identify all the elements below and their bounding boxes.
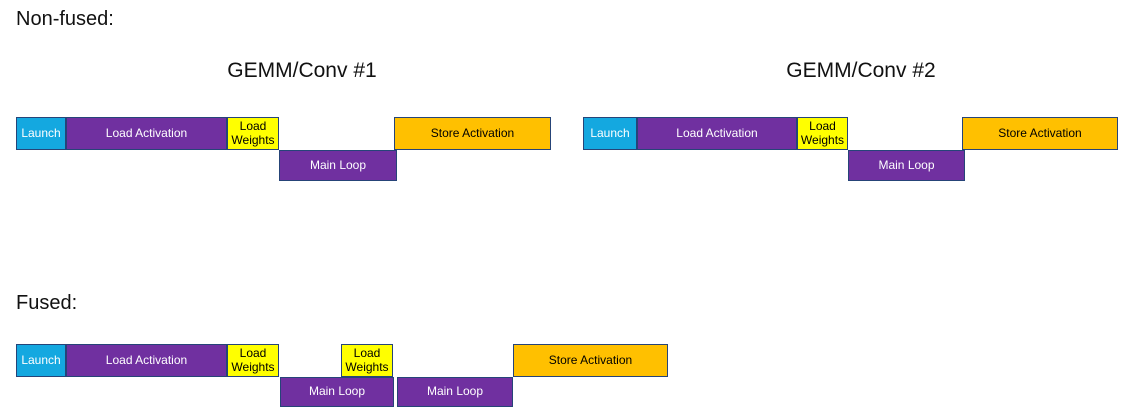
- block-label: Launch: [590, 125, 630, 140]
- section-label-non-fused: Non-fused:: [16, 8, 114, 30]
- nonfused1-main-loop-block: Main Loop: [279, 150, 397, 181]
- fused-launch-block: Launch: [16, 344, 66, 377]
- block-label: Load Weights: [345, 345, 389, 374]
- block-label: Main Loop: [309, 157, 367, 172]
- block-label: Launch: [21, 125, 61, 140]
- fused-store-activation-block: Store Activation: [513, 344, 668, 377]
- block-label: Launch: [21, 352, 61, 367]
- block-label: Load Activation: [105, 352, 188, 367]
- fused-load-weights-1-block: Load Weights: [227, 344, 279, 377]
- block-label: Main Loop: [878, 157, 935, 172]
- nonfused1-load-weights-block: Load Weights: [227, 117, 279, 150]
- block-label: Load Activation: [676, 125, 758, 140]
- block-label: Store Activation: [430, 125, 515, 140]
- block-label: Load Weights: [231, 345, 275, 374]
- fused-load-weights-2-block: Load Weights: [341, 344, 393, 377]
- nonfused2-main-loop-block: Main Loop: [848, 150, 965, 181]
- block-label: Load Weights: [800, 118, 845, 147]
- block-label: Load Weights: [231, 118, 275, 147]
- nonfused1-launch-block: Launch: [16, 117, 66, 150]
- nonfused1-load-activation-block: Load Activation: [66, 117, 227, 150]
- nonfused1-store-activation-block: Store Activation: [394, 117, 551, 150]
- fused-load-activation-block: Load Activation: [66, 344, 227, 377]
- block-label: Main Loop: [426, 384, 484, 399]
- fused-main-loop-2-block: Main Loop: [397, 377, 513, 407]
- nonfused2-load-weights-block: Load Weights: [797, 117, 848, 150]
- block-label: Store Activation: [998, 125, 1082, 140]
- nonfused2-store-activation-block: Store Activation: [962, 117, 1118, 150]
- fused-main-loop-1-block: Main Loop: [280, 377, 394, 407]
- heading-gemm-conv-2: GEMM/Conv #2: [786, 59, 936, 82]
- block-label: Load Activation: [105, 125, 188, 140]
- block-label: Store Activation: [548, 352, 633, 367]
- heading-gemm-conv-1: GEMM/Conv #1: [227, 59, 377, 82]
- section-label-fused: Fused:: [16, 292, 78, 314]
- nonfused2-launch-block: Launch: [583, 117, 637, 150]
- block-label: Main Loop: [308, 384, 366, 399]
- nonfused2-load-activation-block: Load Activation: [637, 117, 797, 150]
